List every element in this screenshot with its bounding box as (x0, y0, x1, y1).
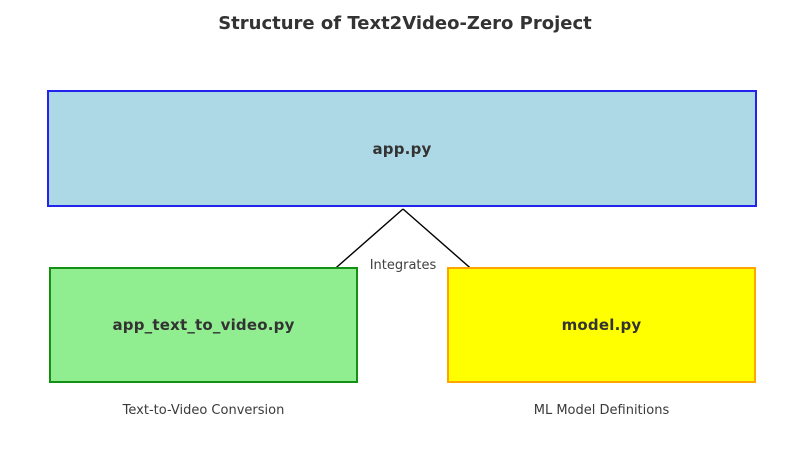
node-app-text-to-video-py-label: app_text_to_video.py (112, 316, 295, 334)
node-model-py-label: model.py (561, 316, 642, 334)
node-app-py-label: app.py (372, 139, 432, 158)
edge-label-integrates: Integrates (369, 258, 437, 273)
node-model-py: model.py (447, 267, 756, 383)
diagram-title: Structure of Text2Video-Zero Project (218, 13, 592, 34)
node-app-text-to-video-py: app_text_to_video.py (49, 267, 358, 383)
node-app-py: app.py (47, 90, 757, 207)
caption-text-to-video-conversion: Text-to-Video Conversion (122, 403, 285, 418)
caption-ml-model-definitions: ML Model Definitions (533, 403, 670, 418)
